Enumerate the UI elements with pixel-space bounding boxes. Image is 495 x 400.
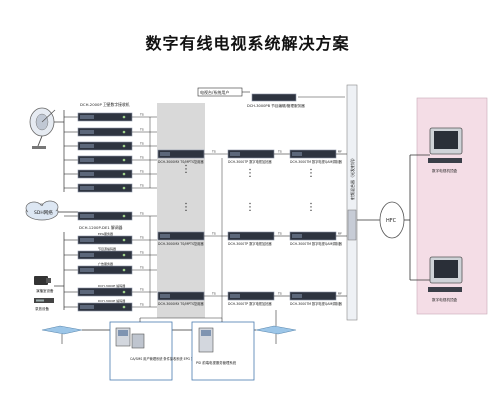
receiver-top: 数字电视机顶盒 (428, 127, 463, 173)
chain-row-3: DCH-3000MX TS/MPTS复用器 TS DCH-3000TP 数字电视加扰… (157, 292, 347, 306)
ts-label: TS (139, 251, 144, 255)
ts-label: TS (139, 288, 144, 292)
ts-label: TS (139, 170, 144, 174)
left-mid-label: DCH-1200P-DE1 解调器 (79, 225, 123, 230)
top-link: 电视台/系统用户 DCH-3000PB 节目编辑/管理服务器 (197, 87, 345, 108)
dvd-label: 录放设备 (35, 306, 49, 311)
rack-device-label: DCH-3000E 编码器 (98, 283, 125, 288)
dots-mark: ⋮ (306, 168, 316, 179)
rack-device-12: TS DCH-3000E 编码器 (64, 298, 157, 312)
ts-label: TS (139, 156, 144, 160)
left-rack: TS TS TS TS TS TS TS TS EPG服务器 TS 节目源编码器 TS 广告服务器 TS D… (64, 113, 157, 312)
rf-label: RF (338, 150, 342, 154)
sdh-cloud-icon: SDH网络 (25, 200, 59, 221)
rack-device-label: 广告服务器 (98, 261, 113, 266)
dvd-player-icon: 录放设备 (34, 298, 54, 311)
scrambler-label: DCH-3000TP 数字电视加扰器 (228, 301, 272, 306)
rack-device-2: TS (64, 128, 157, 137)
rack-device-8: TS EPG服务器 (64, 231, 157, 245)
ts-label: TS (211, 232, 216, 236)
satellite-dish-icon (29, 107, 56, 149)
rf-label: RF (338, 292, 342, 296)
top-server-label: DCH-3000PB 节目编辑/管理服务器 (247, 103, 305, 108)
rf-label: RF (338, 232, 342, 236)
ts-label: TS (139, 128, 144, 132)
dots-mark: ⋮ (181, 202, 191, 213)
rack-device-label: 节目源编码器 (98, 246, 116, 251)
sdh-label: SDH网络 (34, 209, 53, 216)
server-ca-sms: CA/SMS 用户管理系统 条件接收系统 EPG 数据库 (109, 321, 201, 381)
receiver-bottom-label: 数字电视机顶盒 (432, 297, 458, 302)
ts-label: TS (139, 142, 144, 146)
ts-label: TS (211, 150, 216, 154)
chain-row-1: DCH-3000MX TS/MPTS复用器 TS DCH-3000TP 数字电视加扰… (157, 150, 347, 164)
combiner-label: 射频混合器（光发射机） (349, 156, 355, 200)
rack-device-6: TS (64, 184, 157, 193)
receiver-top-label: 数字电视机顶盒 (432, 168, 458, 173)
modulator-label: DCH-3000TM 数字电视QAM调制器 (290, 159, 343, 164)
dots-mark: ⋮ (181, 164, 191, 175)
feeders (140, 117, 223, 319)
ts-label: TS (277, 292, 282, 296)
ts-label: TS (139, 236, 144, 240)
continuation-dots: ⋮ ⋮ ⋮ ⋮ ⋮ ⋮ (181, 164, 316, 213)
ts-label: TS (139, 113, 144, 117)
rack-device-3: TS (64, 142, 157, 151)
top-server-device (251, 93, 297, 102)
page-title: 数字有线电视系统解决方案 (145, 34, 350, 53)
rack-device-10: TS 广告服务器 (64, 261, 157, 275)
modulator-label: DCH-3000TM 数字电视QAM调制器 (290, 301, 343, 306)
processing-chain: DCH-3000MX TS/MPTS复用器 TS DCH-3000TP 数字电视加扰… (140, 117, 347, 319)
ts-label: TS (139, 184, 144, 188)
dots-mark: ⋮ (306, 202, 316, 213)
left-top-label: DCH-2000P 卫星数字接收机 (80, 102, 130, 107)
server-ca-label: CA/SMS 用户管理系统 条件接收系统 EPG 数据库 (130, 356, 201, 361)
dots-mark: ⋮ (245, 202, 255, 213)
scrambler-label: DCH-3000TP 数字电视加扰器 (228, 241, 272, 246)
server-psi: PSI 前端电视服务管理系统 (191, 321, 255, 381)
top-link-left-label: 电视台/系统用户 (200, 89, 229, 95)
rack-device-9: TS 节目源编码器 (64, 246, 157, 260)
rack-device-11: TS DCH-3000E 编码器 (64, 283, 157, 297)
mux-label: DCH-3000MX TS/MPTS复用器 (158, 301, 204, 306)
mux-label: DCH-3000MX TS/MPTS复用器 (158, 159, 204, 164)
scrambler-label: DCH-3000TP 数字电视加扰器 (228, 159, 272, 164)
hfc-label: HFC (386, 218, 397, 224)
receiver-bottom: 数字电视机顶盒 (428, 256, 463, 302)
camera-icon: 演播室设备 (34, 276, 54, 293)
rack-device-label: DCH-3000E 编码器 (98, 298, 125, 303)
rack-device-5: TS (64, 170, 157, 179)
hfc-node: HFC (357, 154, 430, 281)
rack-device-7: TS (64, 212, 157, 221)
dots-mark: ⋮ (245, 168, 255, 179)
mux-label: DCH-3000MX TS/MPTS复用器 (158, 241, 204, 246)
ts-label: TS (277, 150, 282, 154)
rack-device-1: TS (64, 113, 157, 122)
mux-panel (157, 103, 205, 318)
chain-row-2: DCH-3000MX TS/MPTS复用器 TS DCH-3000TP 数字电视加扰… (157, 232, 347, 246)
modulator-label: DCH-3000TM 数字电视QAM调制器 (290, 241, 343, 246)
server-psi-label: PSI 前端电视服务管理系统 (196, 360, 237, 365)
rack-device-4: TS (64, 156, 157, 165)
ts-label: TS (139, 303, 144, 307)
ts-label: TS (139, 212, 144, 216)
combiner: 射频混合器（光发射机） (346, 84, 358, 321)
rack-device-label: EPG服务器 (98, 231, 113, 236)
camera-label: 演播室设备 (36, 288, 54, 293)
ts-label: TS (139, 266, 144, 270)
ts-label: TS (211, 292, 216, 296)
ts-label: TS (277, 232, 282, 236)
